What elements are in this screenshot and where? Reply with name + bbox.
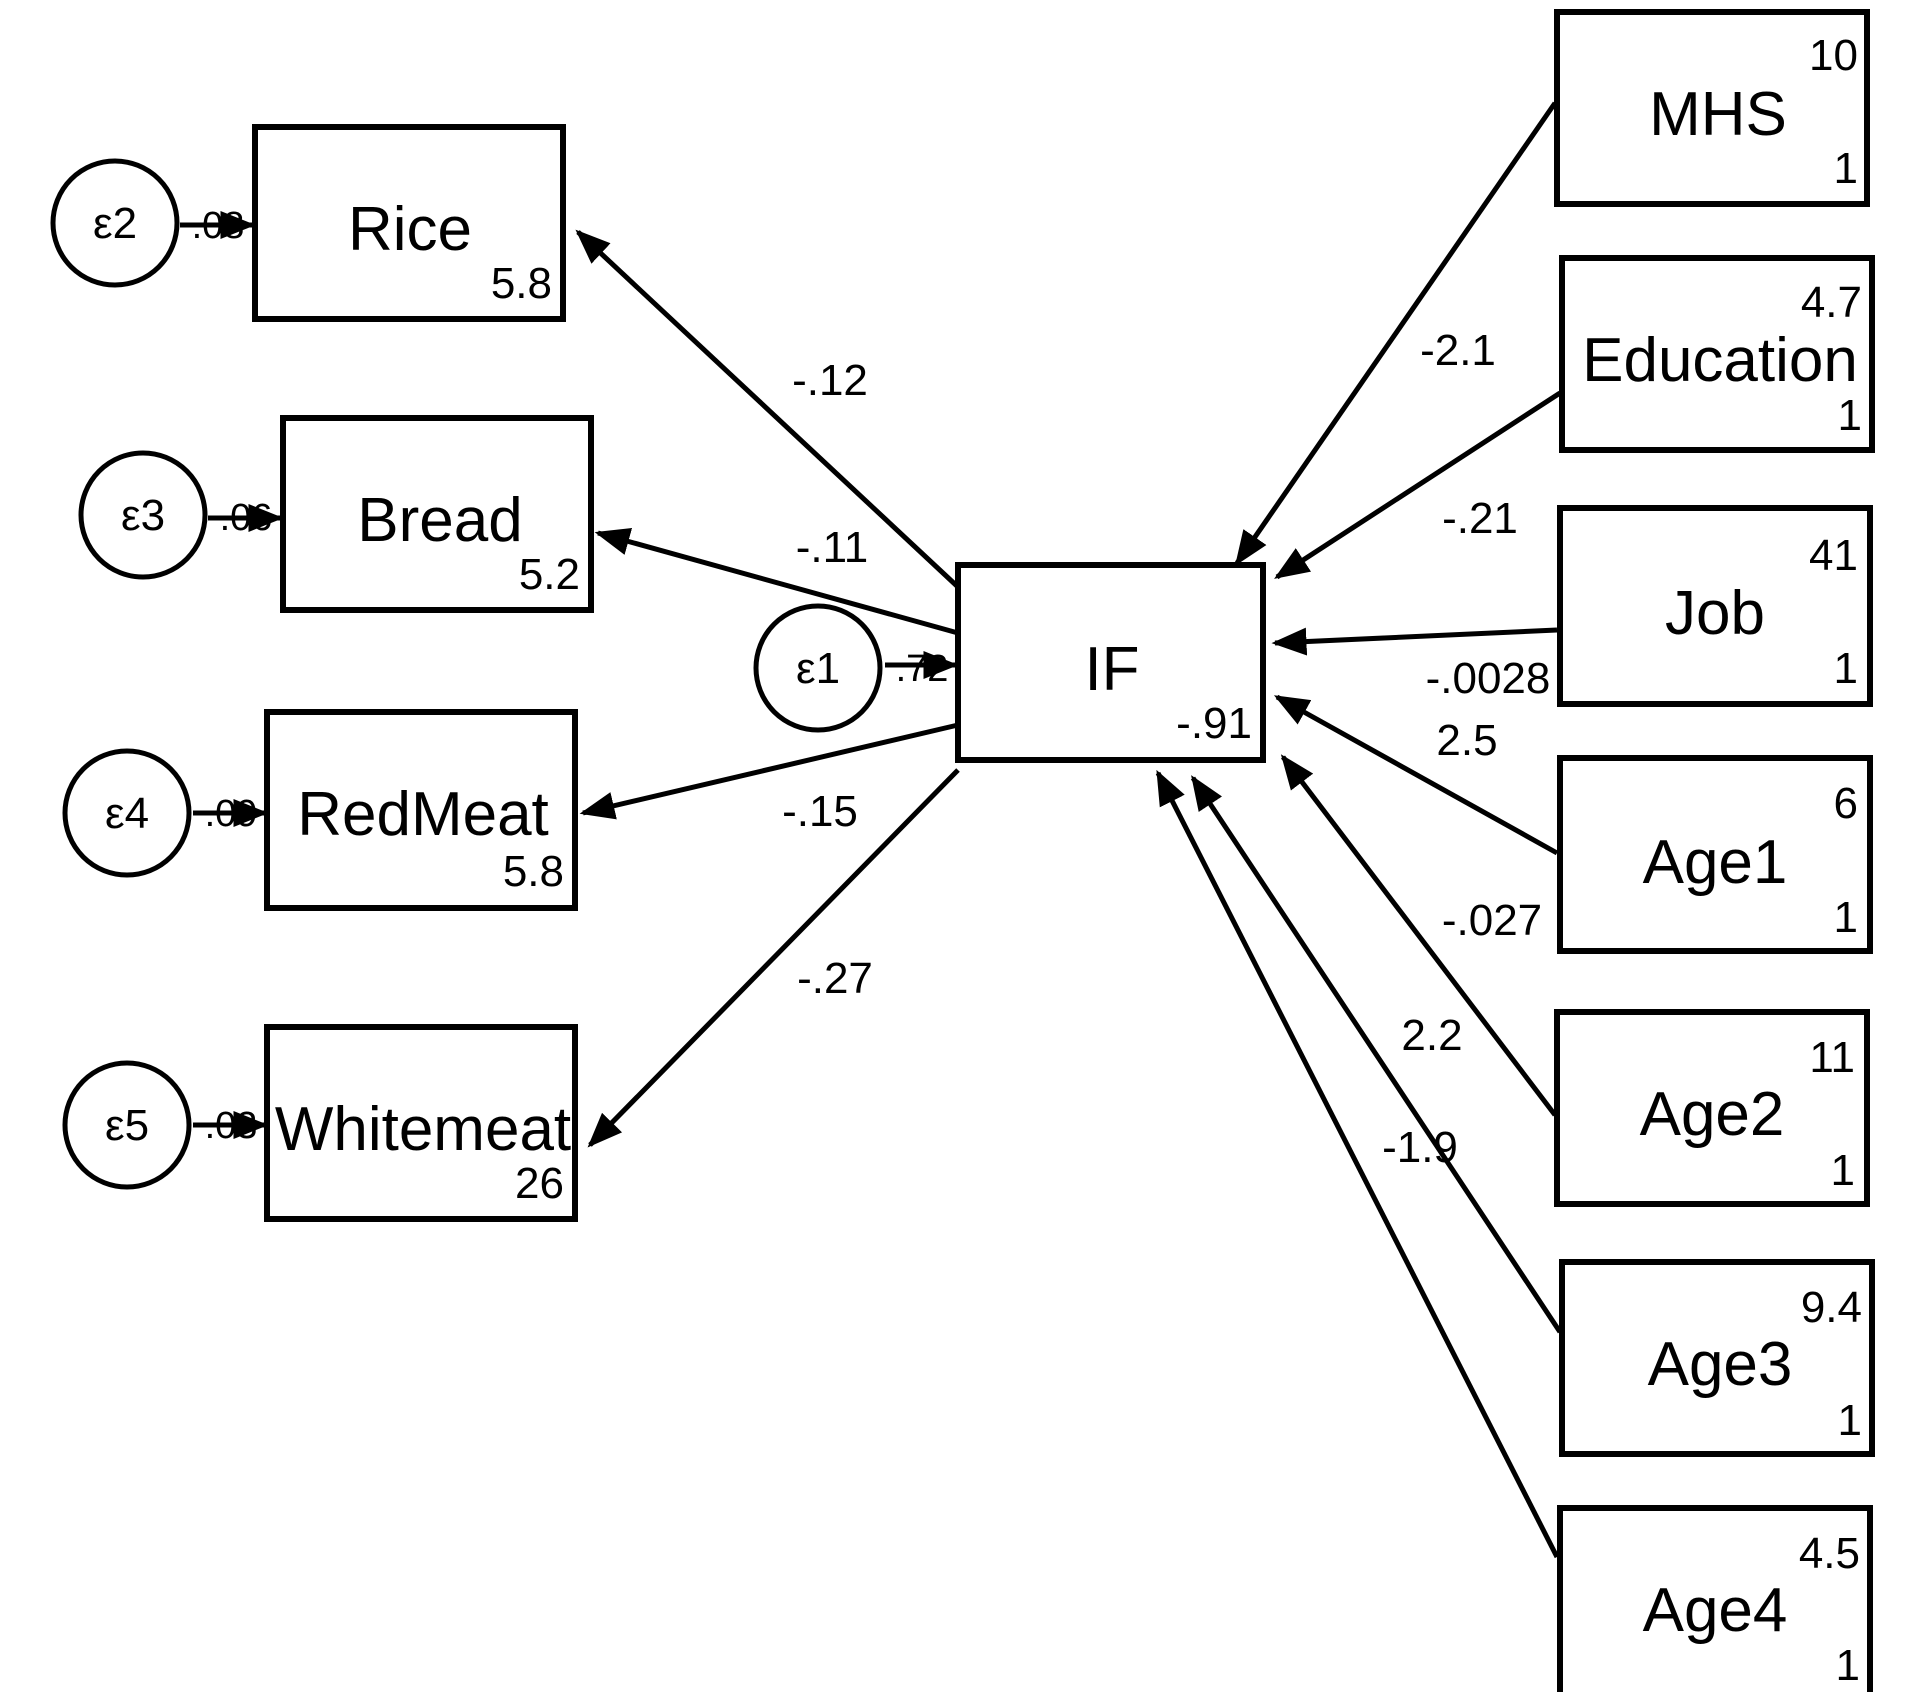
coef-education-if: -.21 xyxy=(1442,494,1518,543)
node-age3: Age3 9.4 1 xyxy=(1559,1259,1875,1457)
error-e3-variance: .06 xyxy=(220,497,273,539)
error-e1-variance: .72 xyxy=(896,648,949,690)
coef-age3-if: 2.2 xyxy=(1401,1011,1462,1060)
path-age2-if xyxy=(1280,754,1557,1117)
coef-age4-if: -1.9 xyxy=(1382,1123,1458,1172)
path-mhs-if xyxy=(1234,101,1558,566)
node-education: Education 4.7 1 xyxy=(1559,255,1875,453)
path-age4-if xyxy=(1155,769,1560,1559)
error-e4-label: ε4 xyxy=(105,789,149,838)
node-education-mean: 4.7 xyxy=(1801,278,1862,327)
node-education-variance: 1 xyxy=(1838,391,1862,440)
node-age2-label: Age2 xyxy=(1640,1080,1785,1149)
node-age3-variance: 1 xyxy=(1838,1396,1862,1445)
error-e2: ε2 xyxy=(50,158,180,288)
node-whitemeat-label: Whitemeat xyxy=(275,1095,571,1164)
coef-if-whitemeat: -.27 xyxy=(797,954,873,1003)
node-education-label: Education xyxy=(1582,326,1858,395)
node-rice: Rice 5.8 xyxy=(252,124,566,322)
node-age2: Age2 11 1 xyxy=(1554,1009,1870,1207)
node-job: Job 41 1 xyxy=(1557,505,1873,707)
error-e3-label: ε3 xyxy=(121,491,165,540)
coef-if-rice: -.12 xyxy=(792,356,868,405)
error-e1: ε1 xyxy=(753,603,883,733)
error-e5-label: ε5 xyxy=(105,1101,149,1150)
node-age3-mean: 9.4 xyxy=(1801,1283,1862,1332)
coef-age1-if: 2.5 xyxy=(1436,716,1497,765)
path-education-if xyxy=(1274,390,1562,580)
coef-job-if: -.0028 xyxy=(1426,654,1551,703)
coef-mhs-if: -2.1 xyxy=(1420,326,1496,375)
node-age1: Age1 6 1 xyxy=(1557,755,1873,954)
error-e4: ε4 xyxy=(62,748,192,878)
error-e3: ε3 xyxy=(78,450,208,580)
error-e5-variance: .03 xyxy=(205,1105,258,1147)
error-e2-label: ε2 xyxy=(93,199,137,248)
node-age4-variance: 1 xyxy=(1836,1641,1860,1690)
node-age3-label: Age3 xyxy=(1648,1330,1793,1399)
path-if-whitemeat xyxy=(587,768,960,1148)
error-e4-variance: .09 xyxy=(205,793,258,835)
node-rice-label: Rice xyxy=(348,195,472,264)
node-if: IF -.91 xyxy=(955,562,1266,763)
coef-age2-if: -.027 xyxy=(1442,896,1542,945)
node-age1-mean: 6 xyxy=(1834,779,1858,828)
node-age1-variance: 1 xyxy=(1834,893,1858,942)
node-bread-intercept: 5.2 xyxy=(519,550,580,599)
node-age4-label: Age4 xyxy=(1643,1576,1788,1645)
node-rice-intercept: 5.8 xyxy=(491,259,552,308)
node-job-variance: 1 xyxy=(1834,644,1858,693)
path-if-redmeat xyxy=(579,722,959,820)
path-if-bread xyxy=(594,527,959,636)
node-whitemeat-intercept: 26 xyxy=(515,1159,564,1208)
node-if-intercept: -.91 xyxy=(1176,699,1252,748)
node-mhs: MHS 10 1 xyxy=(1554,9,1870,207)
coef-if-bread: -.11 xyxy=(796,523,869,572)
node-redmeat-intercept: 5.8 xyxy=(503,847,564,896)
node-job-mean: 41 xyxy=(1809,531,1858,580)
node-whitemeat: Whitemeat 26 xyxy=(264,1024,578,1222)
node-age2-mean: 11 xyxy=(1809,1033,1855,1082)
node-mhs-label: MHS xyxy=(1649,80,1787,149)
node-if-label: IF xyxy=(1084,635,1139,704)
error-e5: ε5 xyxy=(62,1060,192,1190)
error-e1-label: ε1 xyxy=(796,644,840,693)
path-age3-if xyxy=(1190,775,1563,1334)
error-e2-variance: .08 xyxy=(192,205,245,247)
node-age4-mean: 4.5 xyxy=(1799,1529,1860,1578)
path-job-if xyxy=(1271,627,1558,656)
path-if-rice xyxy=(575,229,960,589)
node-job-label: Job xyxy=(1665,579,1765,648)
node-bread-label: Bread xyxy=(357,486,522,555)
node-age4: Age4 4.5 1 xyxy=(1557,1505,1873,1692)
node-redmeat-label: RedMeat xyxy=(297,780,549,849)
node-age2-variance: 1 xyxy=(1831,1146,1855,1195)
node-mhs-mean: 10 xyxy=(1809,31,1858,80)
path-age1-if xyxy=(1273,694,1559,856)
node-mhs-variance: 1 xyxy=(1834,144,1858,193)
node-age1-label: Age1 xyxy=(1643,828,1788,897)
coef-if-redmeat: -.15 xyxy=(782,787,858,836)
node-redmeat: RedMeat 5.8 xyxy=(264,709,578,911)
node-bread: Bread 5.2 xyxy=(280,415,594,613)
